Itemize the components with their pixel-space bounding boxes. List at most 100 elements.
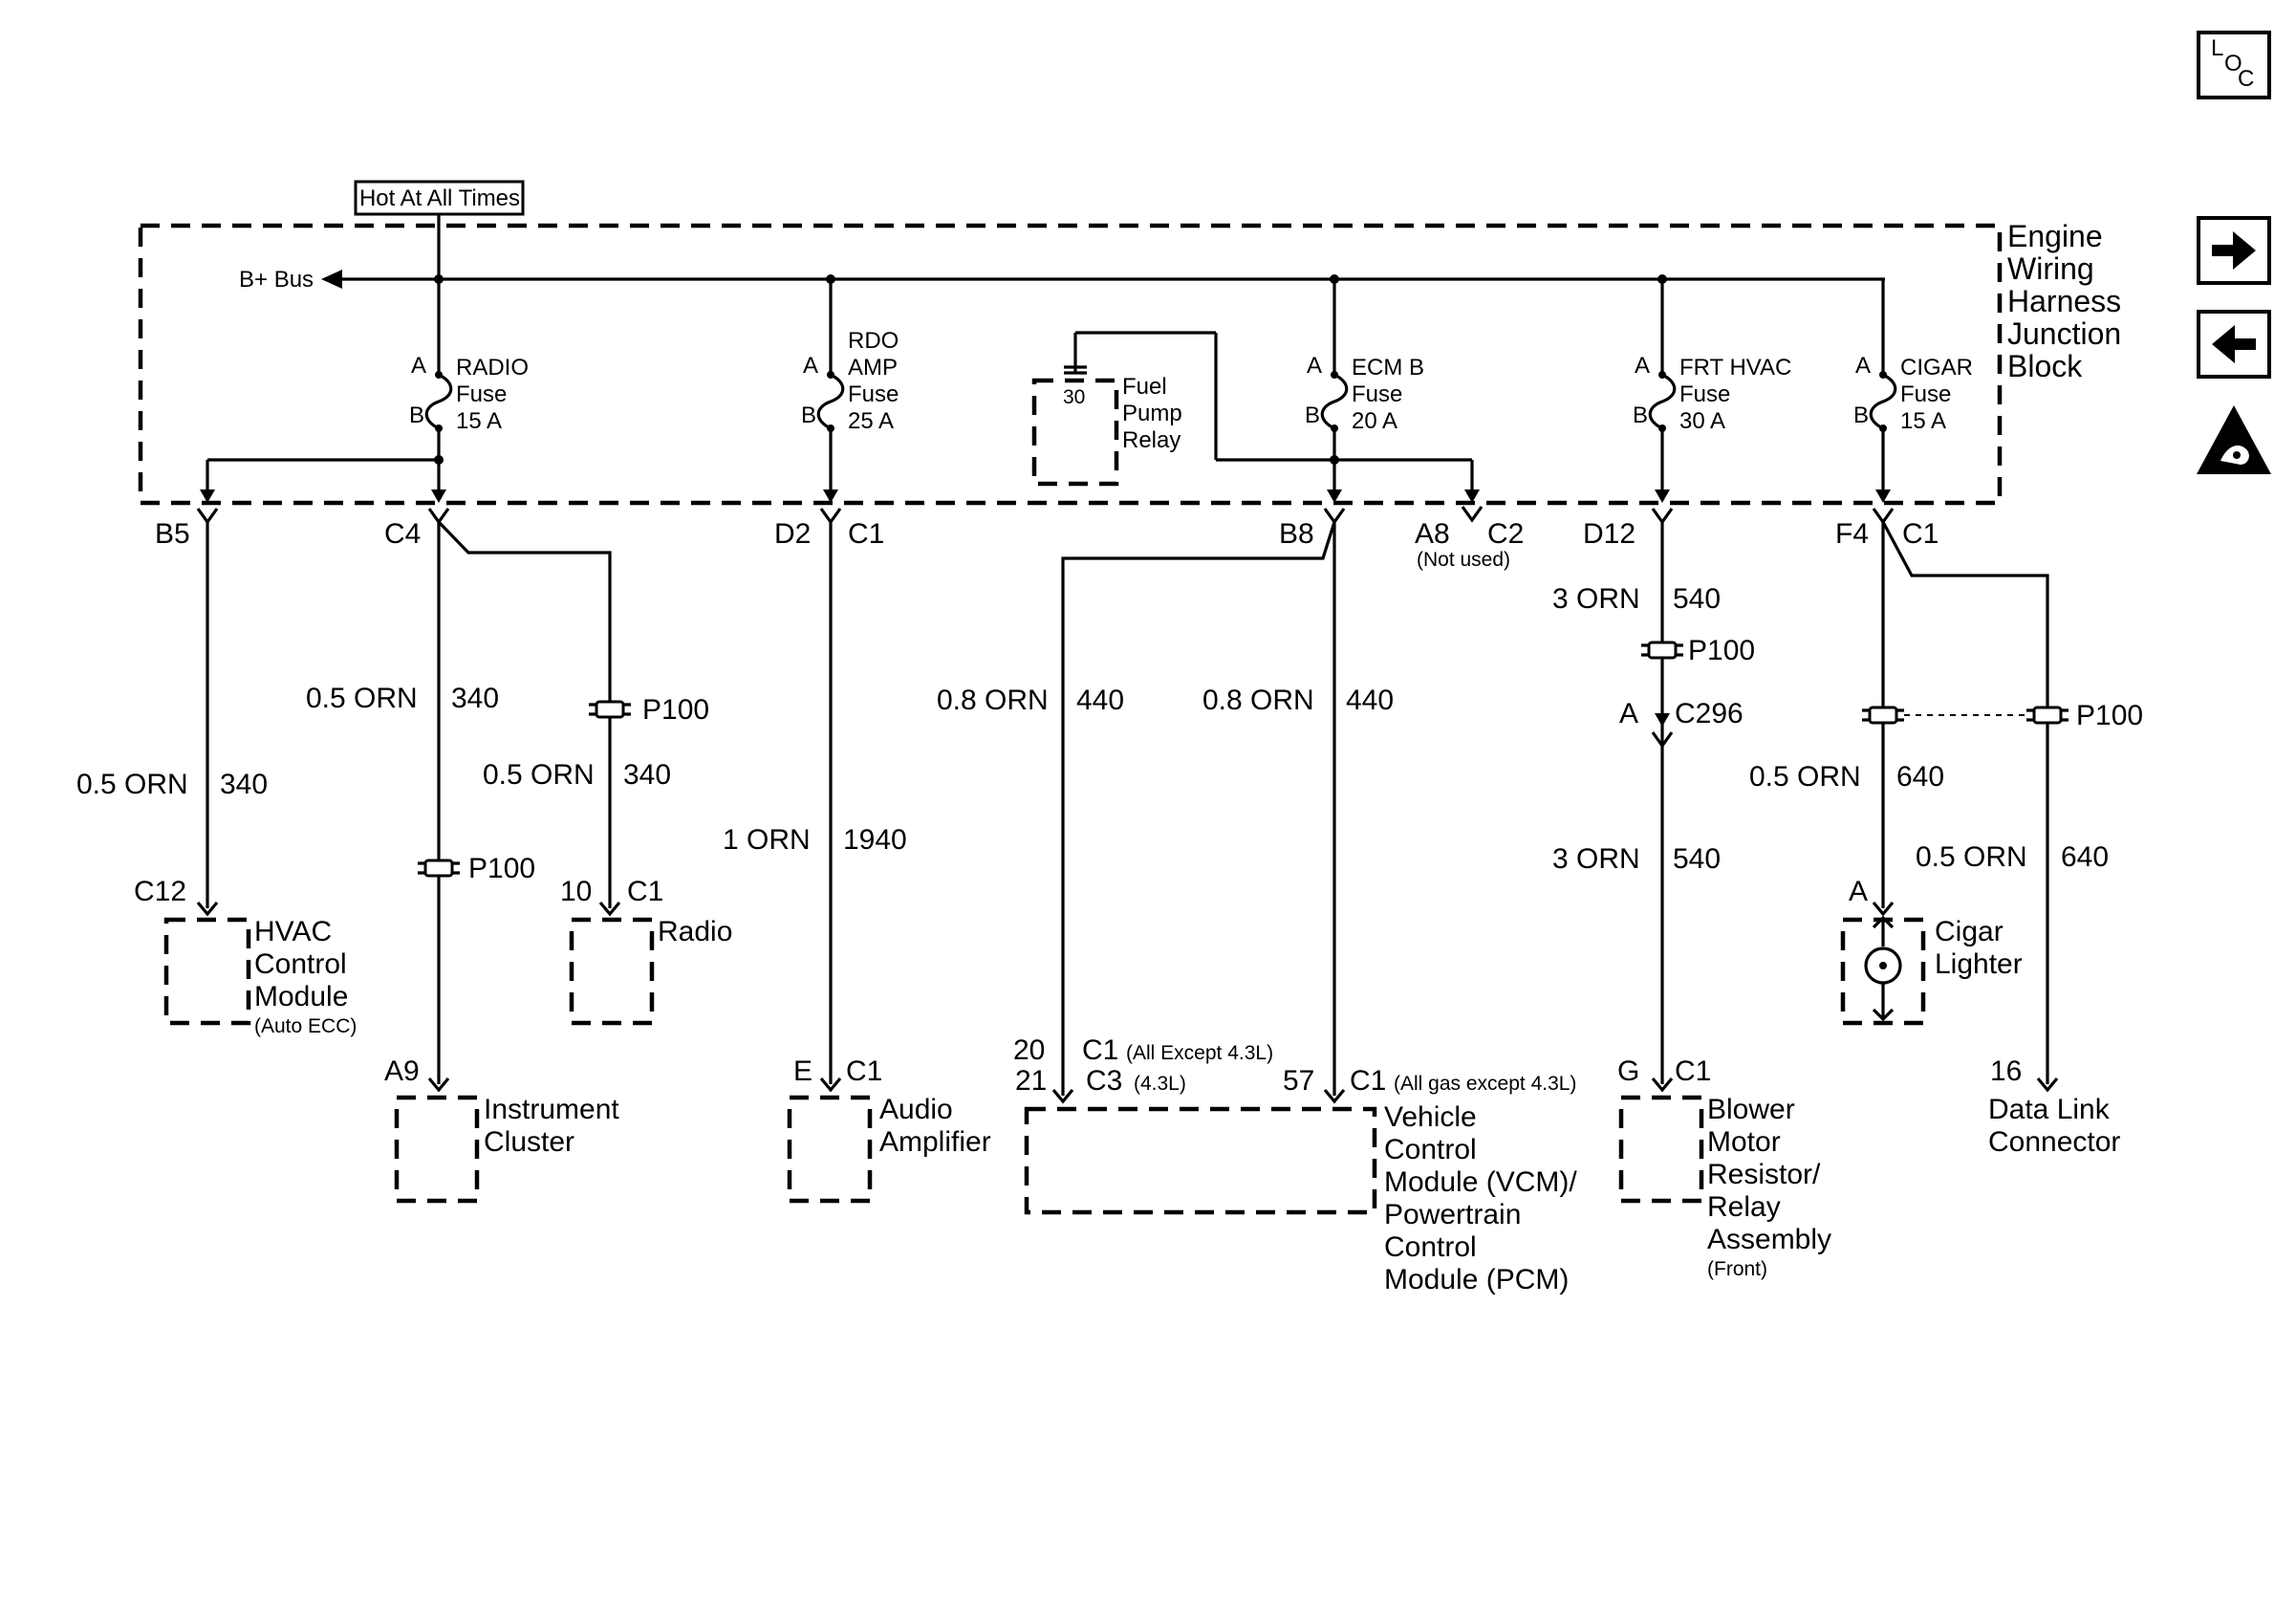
svg-text:340: 340 [451,683,499,714]
blower-motor-resistor: G C1 Blower Motor Resistor/ Relay Assemb… [1617,1055,1831,1280]
svg-text:G: G [1617,1055,1639,1087]
pin-d2: D2 [774,518,811,550]
svg-text:25 A: 25 A [848,408,894,434]
svg-text:20 A: 20 A [1352,408,1397,434]
svg-text:E: E [793,1055,812,1087]
svg-text:AMP: AMP [848,355,898,381]
svg-text:Fuse: Fuse [1900,381,1951,407]
svg-text:RDO: RDO [848,328,899,354]
vcm-pcm-module: 20 C1 (All Except 4.3L) 21 C3 (4.3L) 57 … [1013,1034,1577,1295]
svg-text:Junction: Junction [2007,316,2121,351]
svg-text:Vehicle: Vehicle [1384,1101,1477,1133]
p100-splice-cluster: P100 [418,853,535,884]
svg-text:Pump: Pump [1122,401,1182,426]
svg-text:B: B [409,402,424,428]
svg-text:Assembly: Assembly [1707,1224,1831,1255]
svg-text:A: A [1619,698,1638,729]
svg-text:P100: P100 [642,694,709,726]
svg-text:440: 440 [1076,685,1124,716]
svg-text:A: A [1635,353,1650,379]
connector-c1-f4: C1 [1902,518,1939,550]
svg-text:Control: Control [1384,1231,1477,1263]
connector-c1-d2: C1 [848,518,884,550]
data-link-connector: 16 Data Link Connector [1988,1055,2120,1158]
p100-splice-blower: P100 [1641,635,1755,666]
svg-text:Block: Block [2007,349,2083,383]
svg-text:A: A [1855,353,1871,379]
svg-text:FRT HVAC: FRT HVAC [1679,355,1791,381]
a8-not-used-note: (Not used) [1417,549,1510,571]
svg-text:30: 30 [1063,386,1085,408]
svg-text:HVAC: HVAC [254,916,332,947]
next-page-button[interactable] [2197,216,2271,285]
junction-block-title: Engine Wiring Harness Junction Block [2007,219,2121,383]
esd-warning-icon [2197,405,2271,474]
svg-text:B: B [1853,402,1869,428]
svg-text:0.5 ORN: 0.5 ORN [306,683,418,714]
pin-c4: C4 [384,518,421,550]
svg-text:(All gas except 4.3L): (All gas except 4.3L) [1394,1073,1576,1095]
svg-text:Relay: Relay [1122,427,1180,453]
p100-splice-dlc: P100 [2026,700,2143,731]
svg-text:20: 20 [1013,1034,1045,1066]
svg-text:A: A [803,353,818,379]
svg-text:15 A: 15 A [456,408,502,434]
right-arrow-icon [2212,231,2256,270]
loc-button[interactable]: L O C [2197,31,2271,99]
c296-inline-connector: A C296 [1619,698,1744,749]
svg-text:C3: C3 [1086,1065,1122,1097]
svg-text:3 ORN: 3 ORN [1552,583,1640,615]
svg-text:0.8 ORN: 0.8 ORN [1202,685,1314,716]
rdo-amp-fuse: A B RDO AMP Fuse 25 A [801,279,899,497]
svg-text:3 ORN: 3 ORN [1552,843,1640,875]
vcm-circuit-left: 0.8 ORN 440 [937,521,1336,1104]
radio-fuse: A B RADIO Fuse 15 A [409,279,529,497]
svg-text:Lighter: Lighter [1935,948,2023,980]
svg-text:640: 640 [1896,761,1944,793]
svg-text:21: 21 [1015,1065,1047,1097]
svg-text:B: B [1305,402,1320,428]
svg-text:P100: P100 [468,853,535,884]
svg-text:10: 10 [560,876,592,907]
svg-text:340: 340 [220,769,268,800]
svg-text:(4.3L): (4.3L) [1134,1073,1186,1095]
pin-b5: B5 [155,518,190,550]
loc-letter-o: O [2224,51,2242,76]
svg-text:0.5 ORN: 0.5 ORN [1916,841,2027,873]
svg-text:P100: P100 [1688,635,1755,666]
svg-text:C12: C12 [134,876,186,907]
svg-text:A: A [1307,353,1322,379]
svg-text:540: 540 [1673,583,1721,615]
cigar-fuse: A B CIGAR Fuse 15 A [1853,335,1973,497]
svg-text:Fuel: Fuel [1122,374,1167,400]
connector-c2: C2 [1487,518,1524,550]
svg-text:Wiring: Wiring [2007,251,2094,286]
radio-component: 10 C1 Radio [560,876,732,1026]
svg-text:C1: C1 [1082,1034,1118,1066]
svg-text:57: 57 [1283,1065,1314,1097]
svg-text:Fuse: Fuse [1679,381,1730,407]
svg-text:Instrument: Instrument [484,1094,619,1125]
pin-a8: A8 [1415,518,1450,550]
svg-text:Relay: Relay [1707,1191,1781,1223]
svg-text:0.5 ORN: 0.5 ORN [76,769,188,800]
junction-block-outline [138,223,2003,506]
dlc-circuit: 0.5 ORN 640 [1881,521,2109,1093]
svg-text:Module: Module [254,981,348,1012]
pin-f4: F4 [1835,518,1869,550]
p100-splice-radio: P100 [589,694,709,726]
svg-text:B: B [1633,402,1648,428]
bus-label: B+ Bus [239,267,314,293]
svg-text:0.8 ORN: 0.8 ORN [937,685,1049,716]
svg-text:1 ORN: 1 ORN [723,824,811,856]
loc-letter-l: L [2211,35,2223,61]
svg-text:0.5 ORN: 0.5 ORN [1749,761,1861,793]
svg-text:Module (PCM): Module (PCM) [1384,1264,1569,1295]
svg-text:A: A [411,353,426,379]
ecm-b-fuse: A B ECM B Fuse 20 A [1305,279,1424,497]
svg-text:Engine: Engine [2007,219,2103,253]
previous-page-button[interactable] [2197,310,2271,379]
amp-circuit: 1 ORN 1940 [723,522,907,1093]
frt-hvac-fuse: A B FRT HVAC Fuse 30 A [1633,279,1791,497]
svg-text:Connector: Connector [1988,1126,2120,1158]
